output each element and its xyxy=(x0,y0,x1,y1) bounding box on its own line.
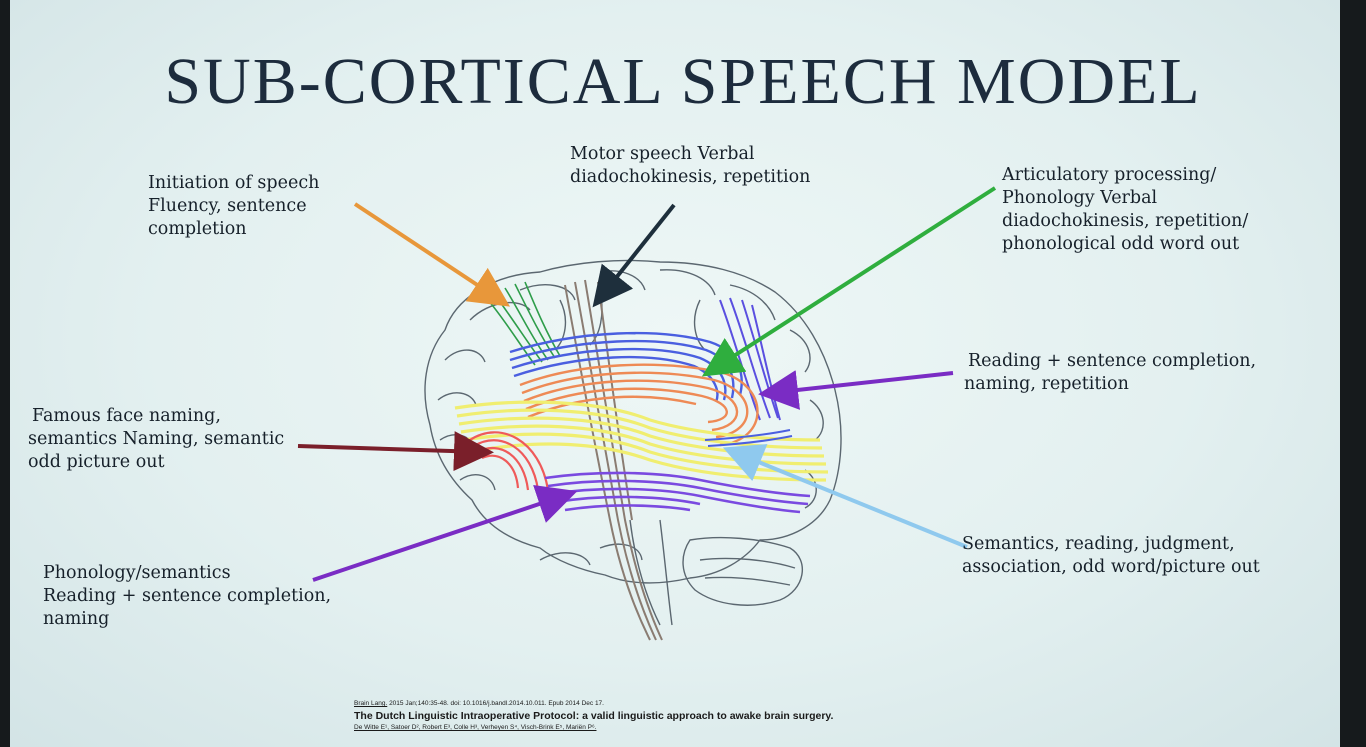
label-line: diadochokinesis, repetition/ xyxy=(1002,211,1249,231)
label-line: Initiation of speech xyxy=(148,173,320,193)
label-famous-face: Famous face naming, semantics Naming, se… xyxy=(28,405,284,474)
label-line: Motor speech Verbal xyxy=(570,144,755,164)
label-line: odd picture out xyxy=(28,452,165,472)
brainstem xyxy=(629,519,673,626)
label-line: Famous face naming, xyxy=(32,406,221,426)
label-line: Articulatory processing/ xyxy=(1002,165,1217,185)
cerebellum xyxy=(682,536,803,606)
label-line: Semantics, reading, judgment, xyxy=(962,534,1235,554)
label-line: association, odd word/picture out xyxy=(962,557,1260,577)
label-motor-speech: Motor speech Verbal diadochokinesis, rep… xyxy=(570,143,810,189)
citation-journal[interactable]: Brain Lang. xyxy=(354,700,388,707)
citation-ref-text: 2015 Jan;140:35-48. doi: 10.1016/j.bandl… xyxy=(389,700,604,707)
citation-authors[interactable]: De Witte E¹, Satoer D², Robert E³, Colle… xyxy=(354,724,597,731)
label-line: completion xyxy=(148,219,247,239)
citation-title: The Dutch Linguistic Intraoperative Prot… xyxy=(354,710,834,722)
label-line: diadochokinesis, repetition xyxy=(570,167,811,187)
label-line: Reading + sentence completion, xyxy=(43,586,332,606)
label-initiation: Initiation of speech Fluency, sentence c… xyxy=(148,172,319,241)
label-line: Reading + sentence completion, xyxy=(968,351,1257,371)
label-line: semantics Naming, semantic xyxy=(28,429,285,449)
citation-reference: Brain Lang. 2015 Jan;140:35-48. doi: 10.… xyxy=(354,700,833,707)
label-semantics: Semantics, reading, judgment, associatio… xyxy=(962,533,1260,579)
label-phonology: Phonology/semantics Reading + sentence c… xyxy=(43,562,331,631)
label-line: naming xyxy=(43,609,110,629)
label-line: naming, repetition xyxy=(964,374,1129,394)
label-line: Fluency, sentence xyxy=(148,196,307,216)
slide-title: SUB-CORTICAL SPEECH MODEL xyxy=(164,45,1202,118)
label-reading: Reading + sentence completion, naming, r… xyxy=(964,350,1256,396)
label-line: phonological odd word out xyxy=(1002,234,1240,254)
label-articulatory: Articulatory processing/ Phonology Verba… xyxy=(1002,164,1248,256)
label-line: Phonology Verbal xyxy=(1002,188,1158,208)
citation-block: Brain Lang. 2015 Jan;140:35-48. doi: 10.… xyxy=(354,700,833,731)
label-line: Phonology/semantics xyxy=(43,563,231,583)
